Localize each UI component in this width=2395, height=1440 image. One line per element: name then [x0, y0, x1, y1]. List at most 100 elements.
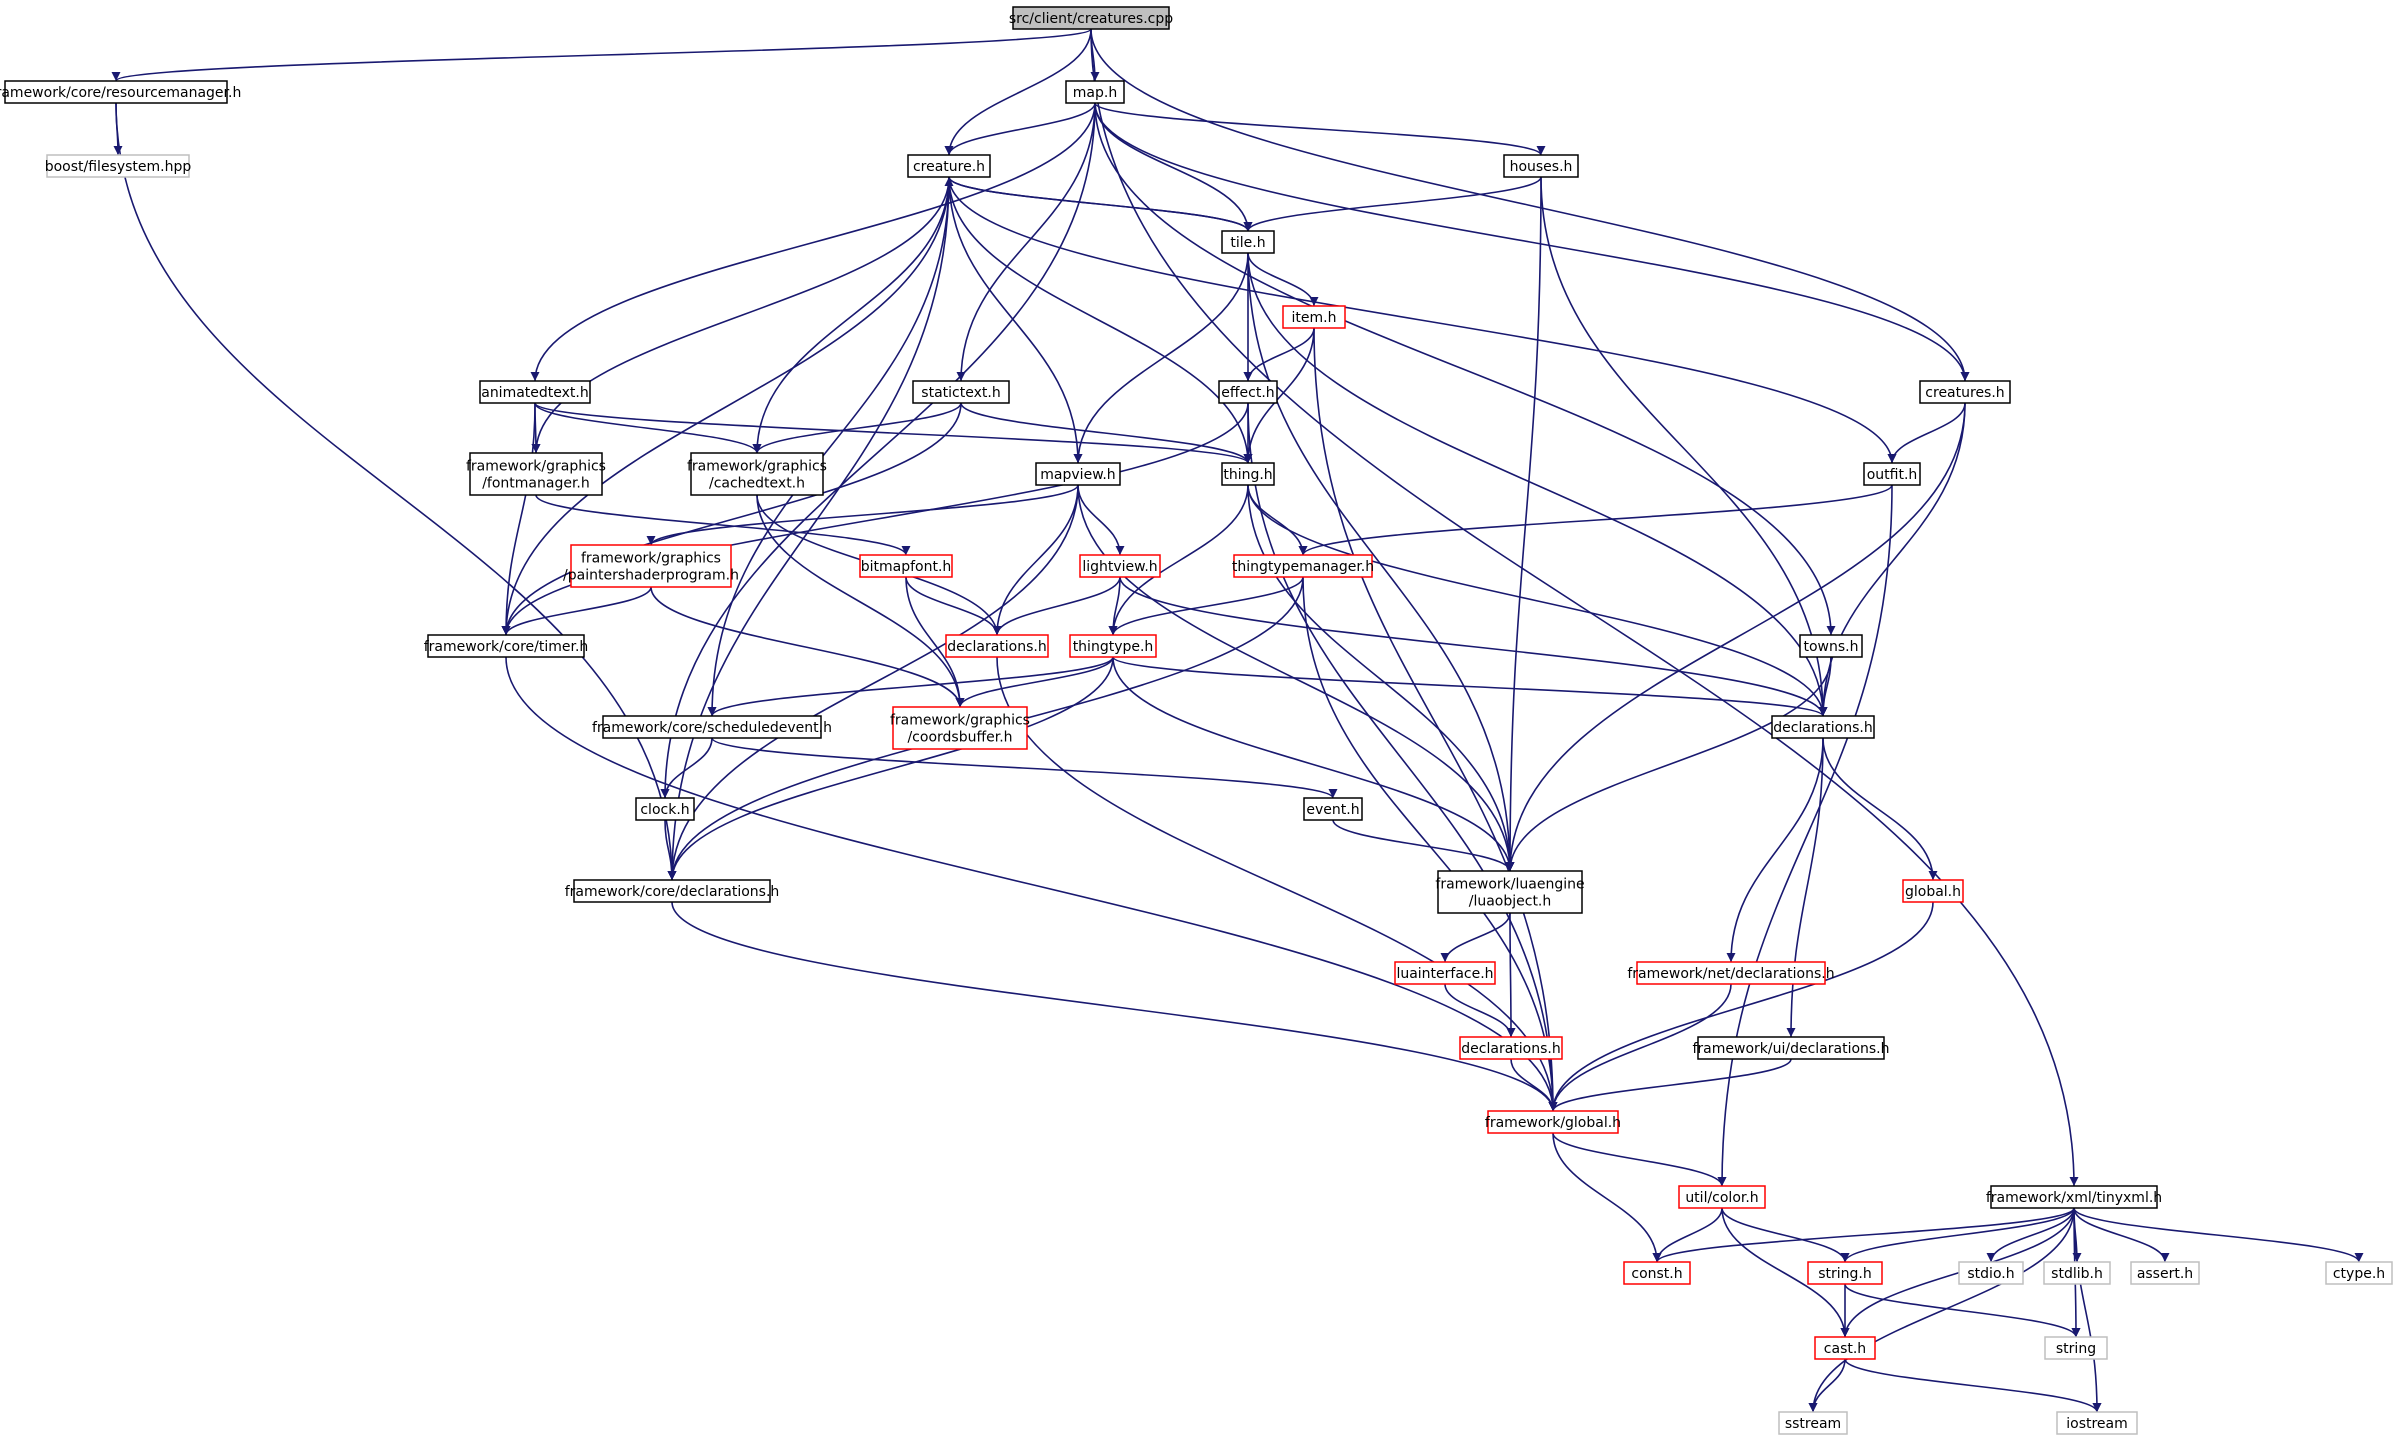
- edge-fw_global-to-util_color: [1552, 1132, 1727, 1187]
- node-cachedtext[interactable]: framework/graphics/cachedtext.h: [687, 452, 827, 496]
- node-clock[interactable]: clock.h: [635, 797, 695, 821]
- node-ui_declarations[interactable]: framework/ui/declarations.h: [1692, 1036, 1890, 1060]
- edge-lightview-to-declarations_main: [1119, 576, 1828, 717]
- node-box: [1035, 462, 1121, 486]
- node-label: const.h: [1631, 1266, 1682, 1282]
- node-resourcemanager[interactable]: framework/core/resourcemanager.h: [0, 80, 241, 104]
- edge-thing-to-thingtype: [1108, 484, 1249, 636]
- node-thingtype[interactable]: thingtype.h: [1069, 634, 1157, 658]
- node-lightview[interactable]: lightview.h: [1079, 554, 1161, 578]
- edge-effect-to-fw_global: [1247, 402, 1558, 1112]
- edge-creatures_cpp-to-resourcemanager: [111, 28, 1092, 82]
- edge-map-to-clock: [660, 102, 1096, 799]
- edge-creature-to-cachedtext: [752, 176, 950, 454]
- edge-creature-to-core_declarations: [667, 176, 950, 881]
- node-item[interactable]: item.h: [1282, 305, 1346, 329]
- node-animatedtext[interactable]: animatedtext.h: [479, 380, 591, 404]
- edge-creatures_cpp-to-creatures_h: [1090, 28, 1970, 382]
- node-declarations_main[interactable]: declarations.h: [1771, 715, 1875, 739]
- node-label: lightview.h: [1082, 559, 1157, 575]
- node-bitmapfont[interactable]: bitmapfont.h: [859, 554, 953, 578]
- node-label: framework/graphics: [890, 713, 1030, 729]
- node-fw_global[interactable]: framework/global.h: [1485, 1110, 1621, 1134]
- edge-thing-to-luaobject: [1247, 484, 1515, 872]
- node-label: bitmapfont.h: [861, 559, 952, 575]
- node-statictext[interactable]: statictext.h: [912, 380, 1010, 404]
- node-tile[interactable]: tile.h: [1221, 230, 1275, 254]
- edge-util_color-to-cast: [1721, 1207, 1850, 1338]
- edge-statictext-to-cachedtext: [752, 402, 962, 454]
- node-tinyxml[interactable]: framework/xml/tinyxml.h: [1986, 1185, 2162, 1209]
- node-thingtypemanager[interactable]: thingtypemanager.h: [1232, 554, 1374, 578]
- node-label: map.h: [1073, 85, 1117, 101]
- node-label: assert.h: [2137, 1266, 2193, 1282]
- node-towns[interactable]: towns.h: [1799, 634, 1863, 658]
- node-global_red[interactable]: global.h: [1902, 879, 1964, 903]
- node-label: framework/core/declarations.h: [565, 884, 780, 900]
- node-box: [1233, 554, 1373, 578]
- node-net_declarations[interactable]: framework/net/declarations.h: [1627, 961, 1835, 985]
- edge-cast-to-sstream: [1808, 1358, 1846, 1413]
- node-luainterface[interactable]: luainterface.h: [1394, 961, 1496, 985]
- node-declarations_lua[interactable]: declarations.h: [1459, 1036, 1563, 1060]
- node-box: [1771, 715, 1875, 739]
- node-box: [1678, 1185, 1766, 1209]
- edge-declarations_main-to-global_red: [1822, 737, 1938, 881]
- node-box: [1487, 1110, 1619, 1134]
- node-declarations_red[interactable]: declarations.h: [945, 634, 1049, 658]
- edge-timer-to-fw_global: [505, 656, 1558, 1112]
- node-event[interactable]: event.h: [1303, 797, 1363, 821]
- node-label: luainterface.h: [1396, 966, 1493, 982]
- node-coordsbuffer[interactable]: framework/graphics/coordsbuffer.h: [890, 706, 1030, 750]
- node-util_color[interactable]: util/color.h: [1678, 1185, 1766, 1209]
- node-label: thingtypemanager.h: [1232, 559, 1374, 575]
- node-label: creature.h: [913, 159, 985, 175]
- node-label: framework/core/timer.h: [424, 639, 589, 655]
- edge-mapview-to-lightview: [1077, 484, 1125, 556]
- node-label: string.h: [1818, 1266, 1872, 1282]
- edge-thing-to-thingtypemanager: [1247, 484, 1308, 556]
- node-box: [1958, 1261, 2024, 1285]
- node-paintershader[interactable]: framework/graphics/paintershaderprogram.…: [563, 544, 739, 588]
- node-houses[interactable]: houses.h: [1503, 154, 1579, 178]
- edge-statictext-to-timer: [501, 402, 962, 636]
- node-luaobject[interactable]: framework/luaengine/luaobject.h: [1435, 870, 1585, 914]
- node-creature[interactable]: creature.h: [907, 154, 991, 178]
- node-label: stdlib.h: [2051, 1266, 2103, 1282]
- node-ctype: ctype.h: [2325, 1261, 2393, 1285]
- edge-creatures_h-to-outfit: [1887, 402, 1966, 464]
- edge-bitmapfont-to-declarations_red: [905, 576, 1002, 636]
- node-creatures_cpp[interactable]: src/client/creatures.cpp: [1009, 6, 1173, 30]
- node-outfit[interactable]: outfit.h: [1863, 462, 1921, 486]
- node-layer: src/client/creatures.cpp framework/core/r…: [0, 6, 2393, 1435]
- edge-thingtype-to-scheduledevent: [707, 656, 1114, 717]
- edge-cast-to-iostream: [1844, 1358, 2102, 1413]
- edge-thingtype-to-declarations_main: [1112, 656, 1828, 717]
- node-label: framework/graphics: [687, 459, 827, 475]
- node-label: framework/core/scheduledevent.h: [592, 720, 832, 736]
- edge-lightview-to-declarations_red: [992, 576, 1121, 636]
- node-mapview[interactable]: mapview.h: [1035, 462, 1121, 486]
- edge-tile-to-creature: [944, 176, 1249, 232]
- node-label: /fontmanager.h: [482, 476, 590, 492]
- node-cast[interactable]: cast.h: [1814, 1336, 1876, 1360]
- node-creatures_h[interactable]: creatures.h: [1919, 380, 2011, 404]
- edge-global_red-to-fw_global: [1548, 901, 1934, 1112]
- node-core_declarations[interactable]: framework/core/declarations.h: [565, 879, 780, 903]
- node-thing[interactable]: thing.h: [1221, 462, 1275, 486]
- node-label: framework/luaengine: [1435, 877, 1584, 893]
- node-box: [945, 634, 1049, 658]
- node-box: [573, 879, 771, 903]
- edge-thingtype-to-core_declarations: [667, 656, 1114, 881]
- node-timer[interactable]: framework/core/timer.h: [424, 634, 589, 658]
- edge-towns-to-luaobject: [1505, 656, 1832, 872]
- node-effect[interactable]: effect.h: [1218, 380, 1278, 404]
- node-string_h[interactable]: string.h: [1807, 1261, 1883, 1285]
- node-const_h[interactable]: const.h: [1623, 1261, 1691, 1285]
- node-label: util/color.h: [1685, 1190, 1758, 1206]
- node-fontmanager[interactable]: framework/graphics/fontmanager.h: [466, 452, 606, 496]
- node-box: [892, 706, 1028, 750]
- node-label: creatures.h: [1925, 385, 2004, 401]
- node-map[interactable]: map.h: [1065, 80, 1125, 104]
- node-scheduledevent[interactable]: framework/core/scheduledevent.h: [592, 715, 832, 739]
